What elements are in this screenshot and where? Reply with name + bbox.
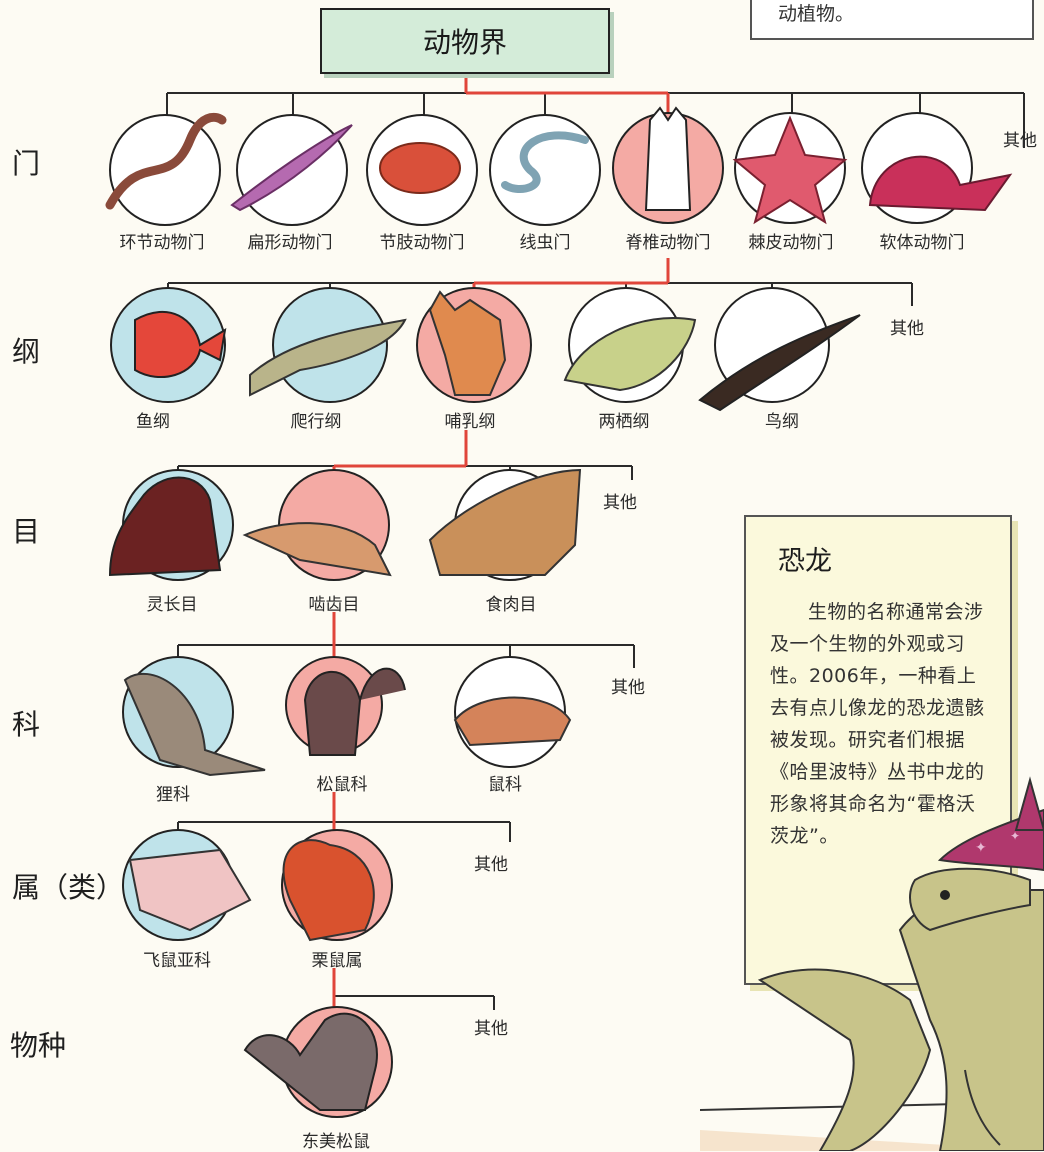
node-circle — [490, 115, 600, 225]
phylum-label: 环节动物门 — [120, 228, 205, 253]
rank-order: 目 — [12, 510, 40, 550]
phylum-label: 线虫门 — [520, 228, 571, 253]
amphibian-node — [565, 288, 695, 402]
order-label: 食肉目 — [486, 590, 537, 615]
mouse-family-node — [455, 657, 570, 767]
rank-species: 物种 — [10, 1024, 66, 1064]
annelid-node — [110, 115, 222, 225]
svg-text:✦: ✦ — [975, 840, 987, 856]
dinosaur-illustration: ✦ ✦ — [700, 770, 1044, 1151]
class-label: 两栖纲 — [599, 407, 650, 432]
rank-family: 科 — [12, 703, 40, 743]
sidebar-title: 恐龙 — [778, 539, 988, 578]
eastern-gray-squirrel-node — [245, 1007, 392, 1117]
other-label-phylum: 其他 — [1003, 126, 1037, 151]
reptile-node — [250, 288, 405, 402]
squirrel-family-node — [286, 657, 405, 755]
genus-label: 飞鼠亚科 — [143, 946, 211, 971]
beaver-family-node — [123, 657, 265, 775]
nematode-node — [490, 115, 600, 225]
sciurus-node — [282, 830, 392, 940]
family-label: 狸科 — [156, 780, 190, 805]
vertebrate-node — [613, 108, 723, 223]
order-label: 灵长目 — [147, 590, 198, 615]
other-label-species: 其他 — [474, 1014, 508, 1039]
class-label: 鱼纲 — [136, 407, 170, 432]
arthropod-node — [367, 115, 477, 225]
rank-genus: 属（类） — [12, 866, 124, 906]
rodent-order-node — [245, 470, 390, 580]
family-label: 松鼠科 — [317, 770, 368, 795]
phylum-label: 节肢动物门 — [380, 228, 465, 253]
bird-node — [700, 288, 860, 410]
flying-squirrel-node — [123, 830, 250, 940]
phylum-label: 软体动物门 — [880, 228, 965, 253]
family-label: 鼠科 — [488, 770, 522, 795]
crab-icon — [380, 143, 460, 193]
genus-label: 栗鼠属 — [312, 946, 363, 971]
rank-class: 纲 — [12, 330, 40, 370]
class-label: 哺乳纲 — [445, 407, 496, 432]
cat-icon — [646, 108, 690, 210]
other-label-family: 其他 — [611, 673, 645, 698]
flatworm-node — [232, 115, 352, 225]
primate-node — [110, 470, 233, 580]
top-note-box: 动植物。 — [750, 0, 1034, 40]
phylum-label: 棘皮动物门 — [749, 228, 834, 253]
class-label: 鸟纲 — [765, 407, 799, 432]
svg-text:✦: ✦ — [1010, 829, 1020, 843]
mollusc-node — [862, 113, 1010, 223]
class-label: 爬行纲 — [291, 407, 342, 432]
other-label-class: 其他 — [890, 314, 924, 339]
other-label-genus: 其他 — [474, 850, 508, 875]
carnivore-node — [430, 470, 580, 580]
monkey-icon — [110, 478, 220, 576]
root-kingdom-label: 动物界 — [423, 21, 507, 61]
species-label: 东美松鼠 — [302, 1127, 370, 1152]
fish-node — [111, 288, 225, 402]
rank-phylum: 门 — [12, 142, 40, 182]
top-note-text: 动植物。 — [778, 3, 854, 25]
order-label: 啮齿目 — [309, 590, 360, 615]
echinoderm-node — [735, 113, 845, 223]
other-label-order: 其他 — [603, 488, 637, 513]
root-kingdom-box: 动物界 — [320, 8, 610, 74]
phylum-label: 脊椎动物门 — [626, 228, 711, 253]
phylum-label: 扁形动物门 — [248, 228, 333, 253]
mammal-node — [417, 288, 531, 402]
